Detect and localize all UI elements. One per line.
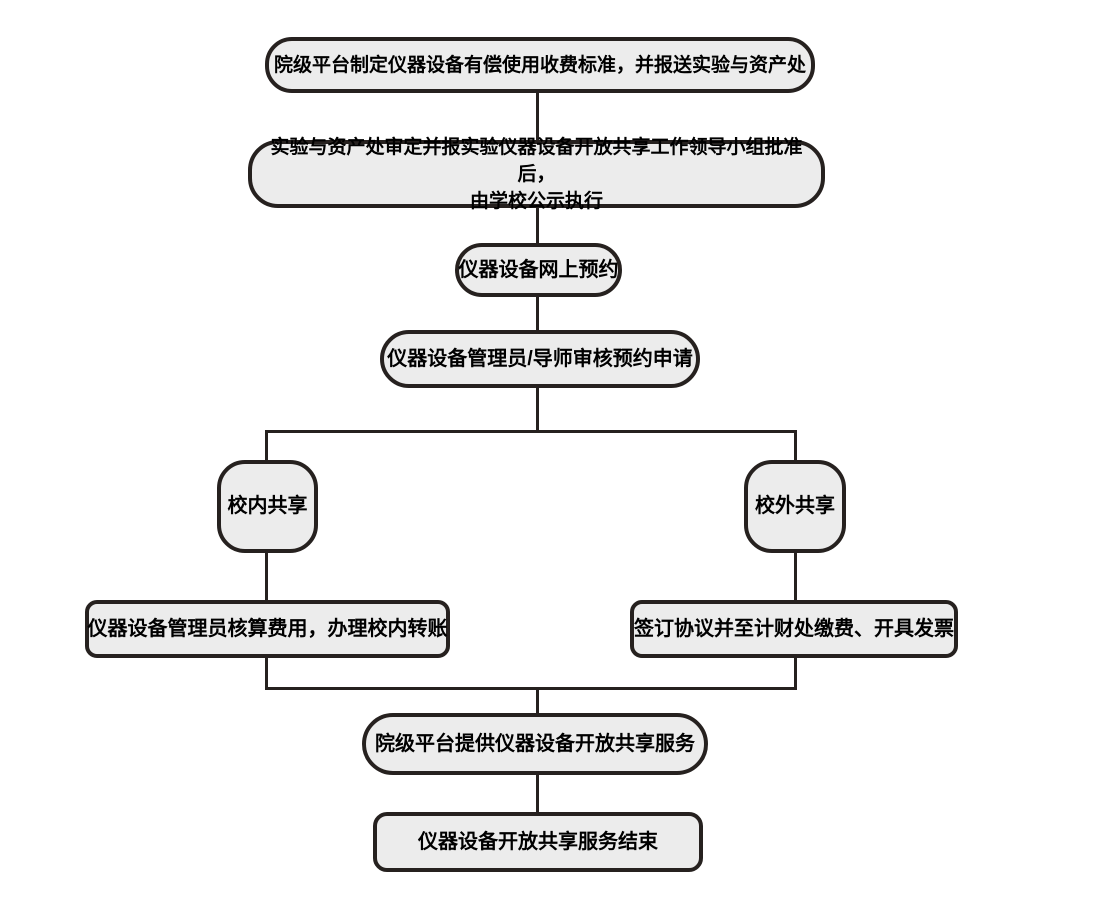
flow-node-service-end: 仪器设备开放共享服务结束: [373, 812, 703, 872]
connector-mergeline-step6: [536, 687, 539, 713]
flow-node-external-sharing: 校外共享: [744, 460, 846, 553]
connector-settle-mergeline: [265, 657, 268, 690]
flow-node-approval-publish: 实验与资产处审定并报实验仪器设备开放共享工作领导小组批准后， 由学校公示执行: [248, 137, 825, 212]
flow-node-internal-transfer: 仪器设备管理员核算费用，办理校内转账: [85, 600, 450, 658]
connector-step3-step4: [536, 296, 539, 330]
flow-node-approval-publish-line1: 实验与资产处审定并报实验仪器设备开放共享工作领导小组批准后，: [270, 136, 803, 185]
flow-node-online-booking: 仪器设备网上预约: [455, 243, 622, 297]
flow-node-approval-publish-line2: 由学校公示执行: [469, 190, 603, 212]
connector-step6-step7: [536, 774, 539, 812]
connector-internal-settle: [265, 552, 268, 600]
flow-node-provide-sharing-service: 院级平台提供仪器设备开放共享服务: [362, 713, 708, 775]
connector-step4-branchline: [536, 387, 539, 433]
connector-step1-step2: [536, 92, 539, 140]
flow-node-sign-agreement-pay: 签订协议并至计财处缴费、开具发票: [630, 600, 958, 658]
connector-external-pay: [794, 552, 797, 600]
flow-node-internal-sharing: 校内共享: [217, 460, 318, 553]
flow-node-review-booking: 仪器设备管理员/导师审核预约申请: [380, 330, 700, 388]
connector-branchline-external: [794, 430, 797, 460]
connector-step2-step3: [536, 207, 539, 243]
connector-branchline-internal: [265, 430, 268, 460]
branch-merge-line: [265, 687, 797, 690]
connector-pay-mergeline: [794, 657, 797, 690]
flow-node-set-fee-standard: 院级平台制定仪器设备有偿使用收费标准，并报送实验与资产处: [265, 37, 815, 93]
branch-split-line: [265, 430, 797, 433]
